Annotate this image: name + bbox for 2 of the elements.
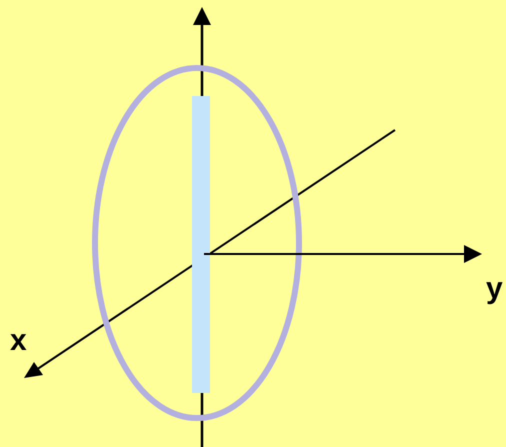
axis-label: x: [10, 326, 27, 356]
axis-label: y: [486, 274, 503, 304]
